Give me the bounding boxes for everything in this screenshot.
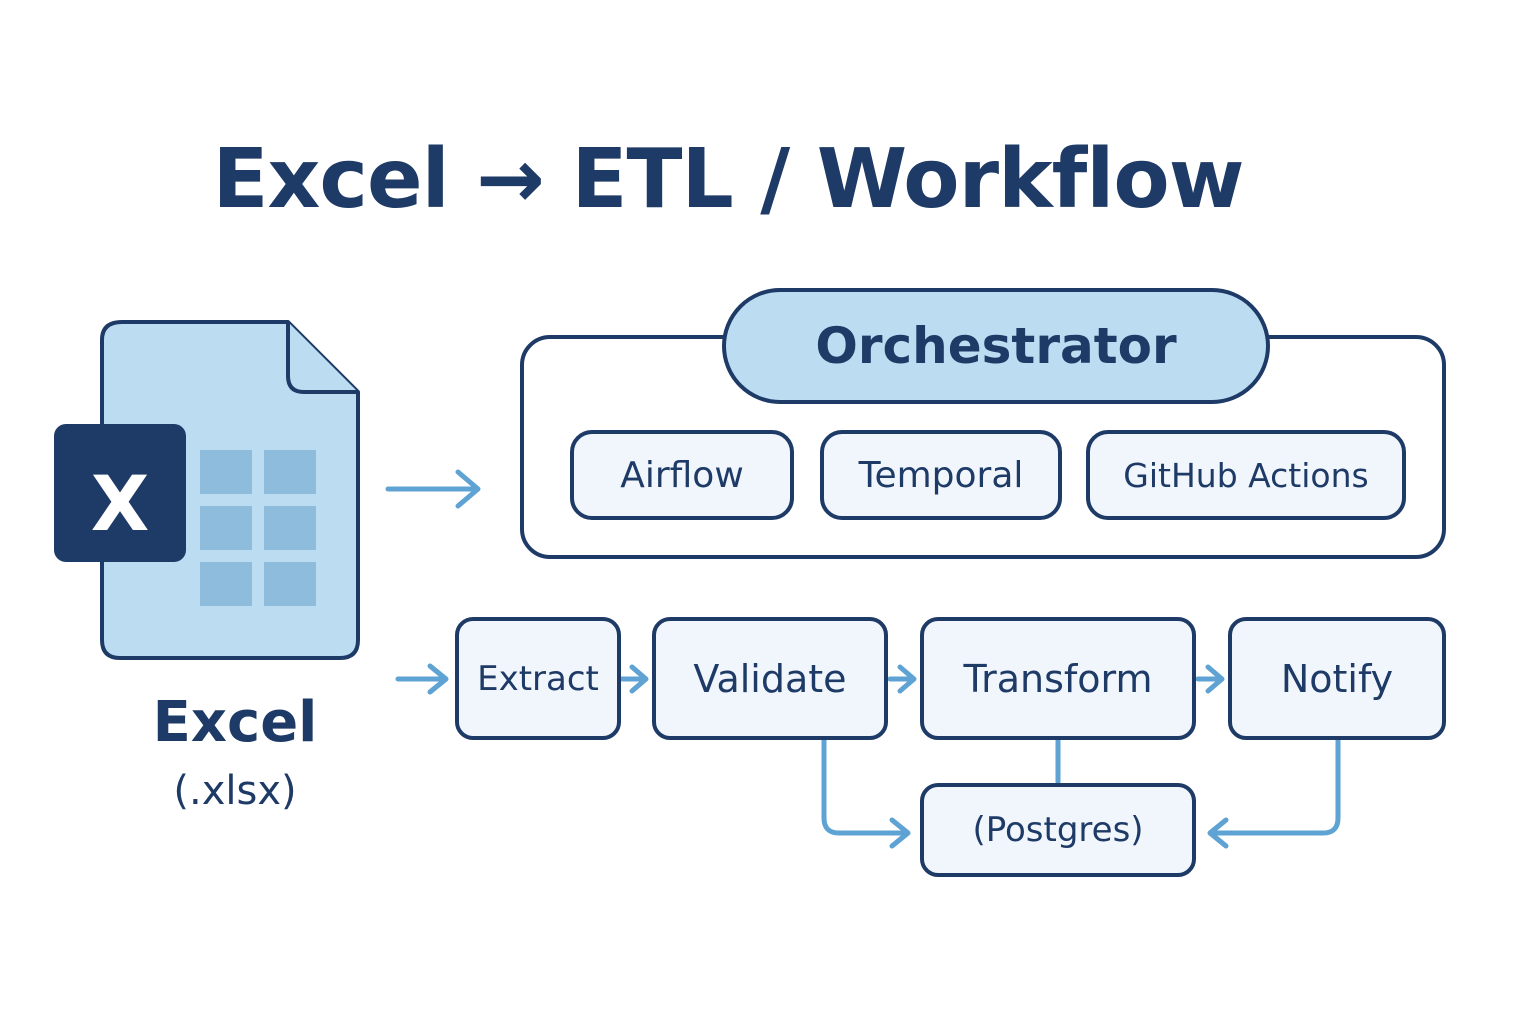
arrow-validate-to-transform	[887, 664, 917, 694]
excel-file-icon: X	[54, 320, 360, 660]
tool-temporal-label: Temporal	[858, 454, 1024, 496]
tool-airflow-label: Airflow	[620, 454, 744, 496]
step-validate-label: Validate	[693, 656, 847, 701]
excel-x-badge	[54, 424, 186, 562]
arrow-extract-to-validate	[619, 664, 649, 694]
step-transform: Transform	[920, 617, 1196, 740]
step-extract: Extract	[455, 617, 621, 740]
step-notify: Notify	[1228, 617, 1446, 740]
step-notify-label: Notify	[1280, 656, 1394, 701]
step-extract-label: Extract	[477, 658, 599, 699]
orchestrator-label: Orchestrator	[815, 317, 1177, 375]
orchestrator-header: Orchestrator	[722, 288, 1270, 404]
arrow-notify-to-postgres	[1207, 737, 1341, 849]
excel-extension-label: (.xlsx)	[173, 768, 297, 814]
arrow-to-extract	[395, 663, 449, 695]
tool-github-actions: GitHub Actions	[1086, 430, 1406, 520]
tool-temporal: Temporal	[820, 430, 1062, 520]
diagram-title: Excel → ETL / Workflow	[212, 132, 1245, 227]
excel-label: Excel	[152, 690, 318, 755]
storage-postgres: (Postgres)	[920, 783, 1196, 877]
excel-x-letter: X	[91, 459, 150, 548]
arrow-to-orchestrator	[385, 469, 481, 509]
tool-airflow: Airflow	[570, 430, 794, 520]
storage-postgres-label: (Postgres)	[972, 810, 1144, 850]
arrow-transform-to-notify	[1195, 664, 1225, 694]
step-transform-label: Transform	[963, 656, 1153, 701]
tool-github-actions-label: GitHub Actions	[1123, 455, 1369, 495]
step-validate: Validate	[652, 617, 888, 740]
spreadsheet-grid-icon	[200, 450, 316, 606]
arrow-validate-to-postgres	[821, 737, 911, 849]
